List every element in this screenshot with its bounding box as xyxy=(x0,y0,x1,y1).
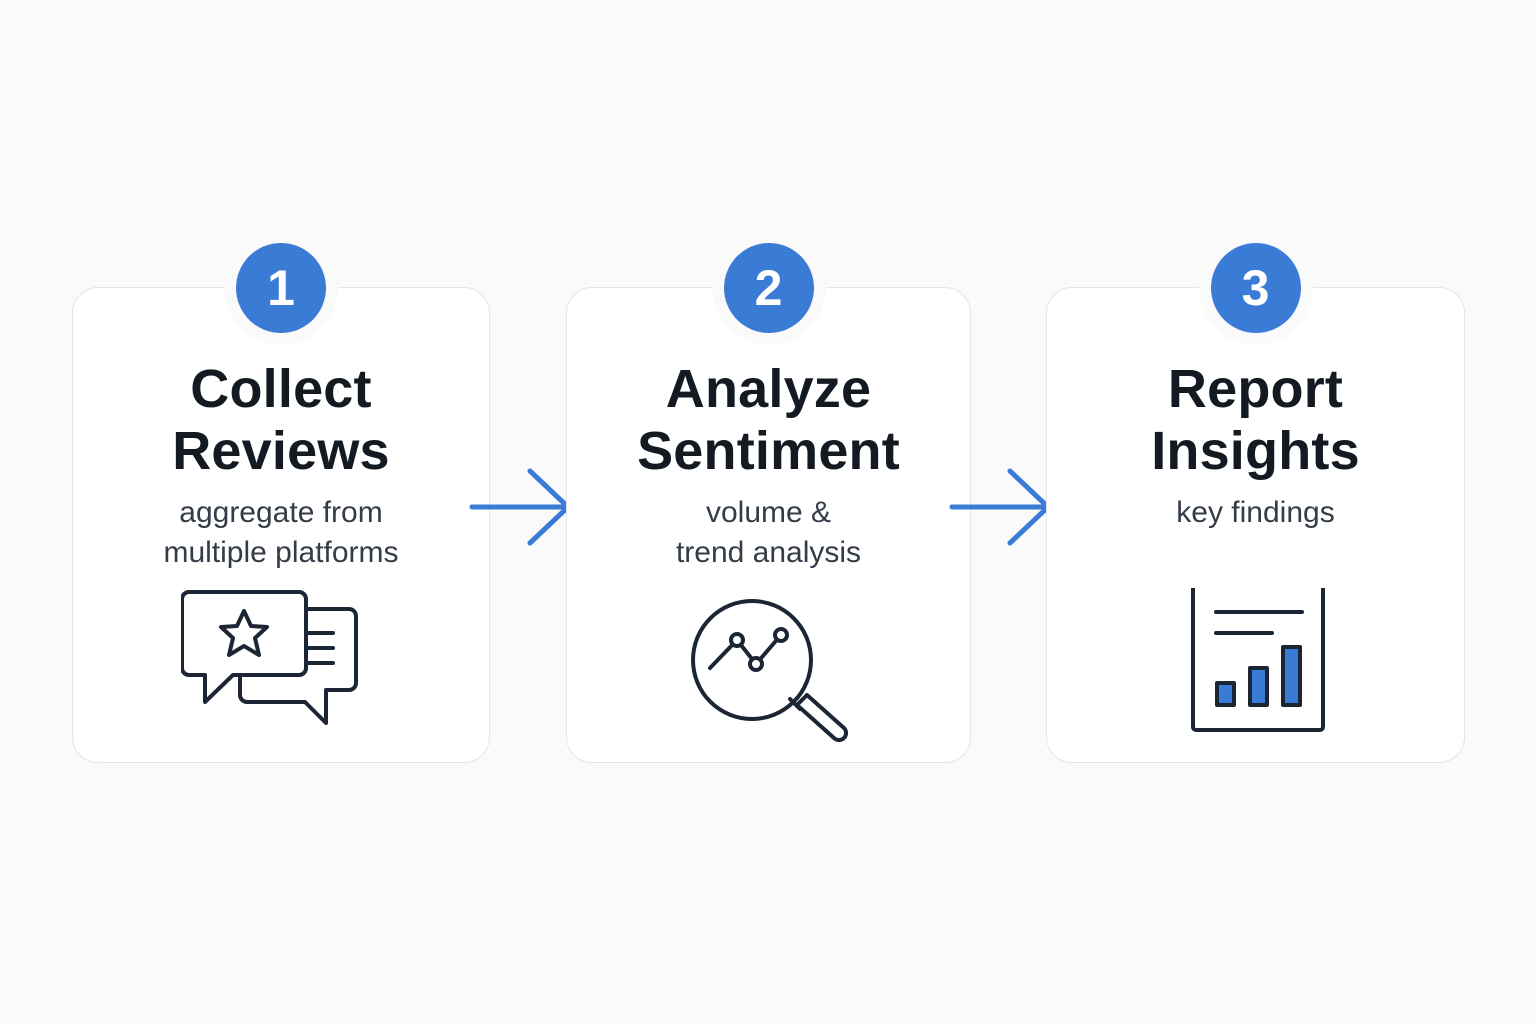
step-card-collect-reviews: 1 Collect Reviews aggregate from multipl… xyxy=(72,243,490,763)
step-number-badge: 2 xyxy=(723,243,814,333)
step-description: volume & trend analysis xyxy=(567,493,970,573)
step-number-badge: 3 xyxy=(1210,243,1301,333)
arrow-right-icon xyxy=(949,468,1051,546)
arrow-right-icon xyxy=(469,468,571,546)
step-description: aggregate from multiple platforms xyxy=(73,493,489,573)
step-description-line: aggregate from xyxy=(179,496,383,529)
step-description: key findings xyxy=(1047,493,1464,533)
step-title-line: Insights xyxy=(1151,421,1360,481)
step-title-line: Reviews xyxy=(172,421,390,481)
step-title: Collect Reviews xyxy=(73,358,489,482)
step-card-report-insights: 3 Report Insights key findings xyxy=(1046,243,1465,763)
step-description-line: trend analysis xyxy=(675,536,862,569)
review-chat-icon xyxy=(181,590,358,725)
step-title-line: Collect xyxy=(190,359,372,419)
step-description-line: volume & xyxy=(705,496,832,529)
step-title-line: Sentiment xyxy=(637,421,900,481)
step-title: Analyze Sentiment xyxy=(567,358,970,482)
step-title-line: Report xyxy=(1167,359,1344,419)
trend-magnifier-icon xyxy=(690,599,848,743)
step-title: Report Insights xyxy=(1047,358,1464,482)
step-number-badge: 1 xyxy=(236,243,326,333)
step-card-analyze-sentiment: 2 Analyze Sentiment volume & trend analy… xyxy=(566,243,971,763)
step-description-line: multiple platforms xyxy=(163,536,399,569)
step-title-line: Analyze xyxy=(665,359,872,419)
step-description-line: key findings xyxy=(1176,496,1335,529)
report-chart-icon xyxy=(1190,588,1325,732)
